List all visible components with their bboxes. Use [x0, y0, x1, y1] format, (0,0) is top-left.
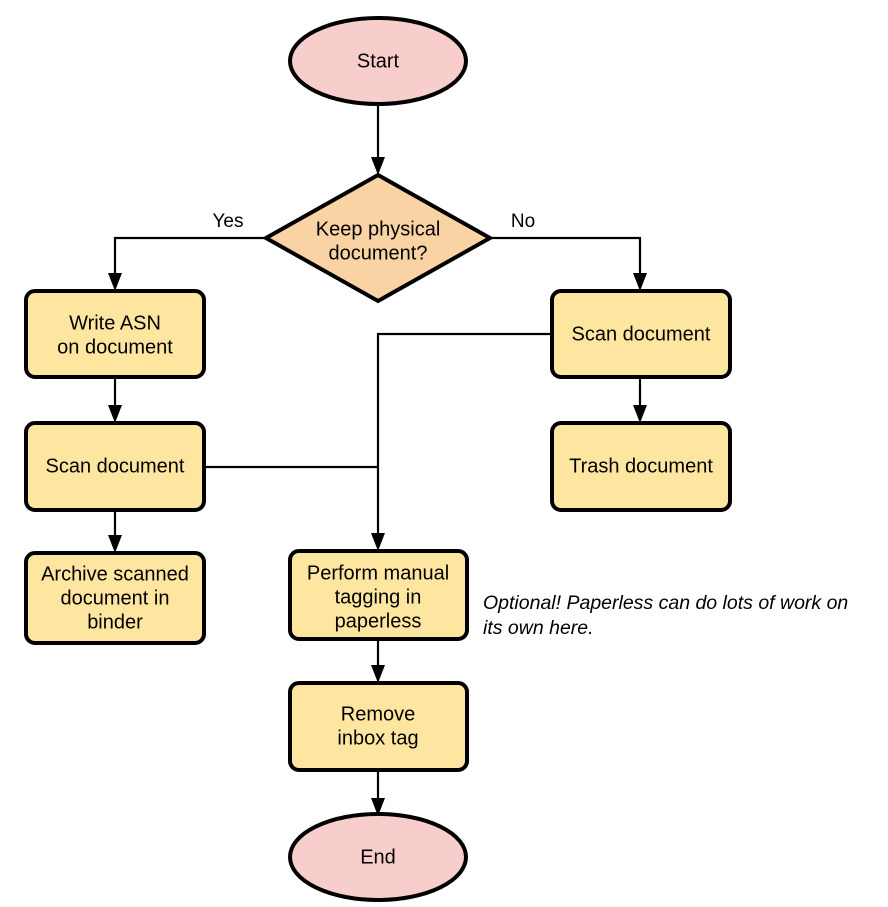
- edge-tagging-to-removeinbox: [371, 639, 385, 683]
- tagging-label-line3: paperless: [335, 610, 422, 632]
- node-decision-keep-physical-document[interactable]: Keep physical document?: [261, 172, 495, 304]
- edge-decision-no: [490, 236, 647, 291]
- remove-inbox-label-line1: Remove: [341, 703, 415, 725]
- tagging-label-line2: tagging in: [335, 586, 422, 608]
- archive-box: [24, 551, 206, 645]
- edge-scanleft-to-archive: [108, 510, 122, 553]
- archive-label-line1: Archive scanned: [41, 563, 189, 585]
- annotation-line2: its own here.: [483, 617, 594, 639]
- write-asn-box: [24, 289, 206, 379]
- archive-label-line2: document in: [61, 587, 170, 609]
- remove-inbox-box: [288, 681, 469, 772]
- node-scan-document-right[interactable]: Scan document: [550, 289, 732, 379]
- node-write-asn-on-document[interactable]: Write ASN on document: [24, 289, 206, 379]
- trash-document-label: Trash document: [569, 455, 713, 477]
- node-remove-inbox-tag[interactable]: Remove inbox tag: [288, 681, 469, 772]
- edge-scanright-to-trash: [633, 377, 647, 423]
- edge-removeinbox-to-end: [371, 770, 385, 816]
- edge-scanright-to-tagging: [371, 332, 552, 551]
- scan-document-right-label: Scan document: [572, 323, 711, 345]
- edge-start-to-decision: [371, 104, 385, 175]
- end-ellipse: [288, 812, 468, 902]
- annotation-line1: Optional! Paperless can do lots of work …: [483, 592, 848, 614]
- write-asn-label-line2: on document: [57, 336, 173, 358]
- scan-document-left-label: Scan document: [46, 455, 185, 477]
- scan-document-right-box: [550, 289, 732, 379]
- node-end[interactable]: End: [288, 812, 468, 902]
- tagging-box: [288, 549, 469, 641]
- node-scan-document-left[interactable]: Scan document: [24, 421, 206, 512]
- decision-label-line2: document?: [329, 242, 428, 264]
- node-perform-manual-tagging[interactable]: Perform manual tagging in paperless: [288, 549, 469, 641]
- remove-inbox-label-line2: inbox tag: [337, 727, 418, 749]
- annotation-optional-note: Optional! Paperless can do lots of work …: [483, 592, 848, 639]
- start-label: Start: [357, 50, 400, 72]
- tagging-label-line1: Perform manual: [307, 562, 449, 584]
- scan-document-left-box: [24, 421, 206, 512]
- start-ellipse: [288, 16, 468, 106]
- decision-label-line1: Keep physical: [316, 218, 441, 240]
- archive-label-line3: binder: [87, 611, 143, 633]
- edge-label-no: No: [511, 211, 535, 232]
- edge-writeasn-to-scanleft: [108, 377, 122, 423]
- node-trash-document[interactable]: Trash document: [550, 421, 732, 512]
- write-asn-label-line1: Write ASN: [69, 312, 161, 334]
- edge-label-yes: Yes: [213, 211, 244, 232]
- trash-document-box: [550, 421, 732, 512]
- decision-diamond: [261, 172, 495, 304]
- node-start[interactable]: Start: [288, 16, 468, 106]
- node-archive-scanned-document[interactable]: Archive scanned document in binder: [24, 551, 206, 645]
- edge-decision-yes: [108, 236, 266, 291]
- end-label: End: [360, 846, 396, 868]
